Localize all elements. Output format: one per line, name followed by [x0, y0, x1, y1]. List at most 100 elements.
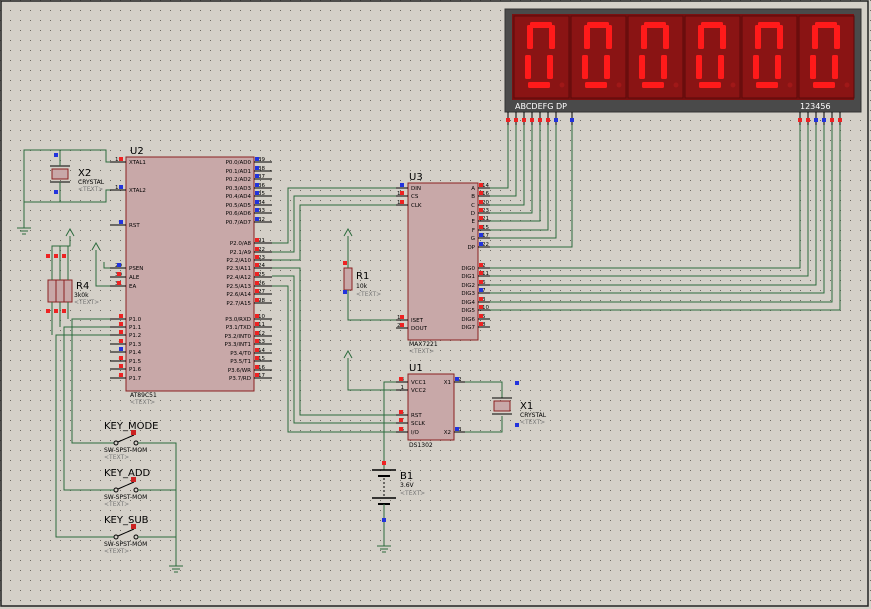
pin-number: 3 — [458, 427, 462, 433]
pin-name: P2.4/A12 — [226, 275, 251, 281]
pin-name: PSEN — [129, 266, 143, 272]
pin-marker — [479, 314, 483, 318]
key-text: <TEXT> — [104, 501, 129, 508]
pin-marker — [54, 254, 58, 258]
x1-part: CRYSTAL — [520, 412, 547, 419]
pin-name: C — [471, 203, 475, 209]
pin-marker — [119, 330, 123, 334]
key-ref: KEY_ADD — [104, 468, 151, 479]
pin-marker — [479, 183, 483, 187]
pin-marker — [119, 220, 123, 224]
pin-marker — [255, 174, 259, 178]
pin-marker — [255, 289, 259, 293]
pin-name: P1.4 — [129, 350, 142, 356]
pin-name: P0.3/AD3 — [226, 186, 252, 192]
pin-number: 14 — [482, 183, 489, 189]
u1-part: DS1302 — [409, 442, 433, 449]
pin-number: 32 — [258, 217, 265, 223]
pin-name: VCC1 — [411, 380, 426, 386]
pin-marker — [119, 157, 123, 161]
display-digit: 0 — [570, 15, 627, 99]
r1-resistor[interactable]: R1 10k <TEXT> — [343, 262, 381, 298]
pin-name: E — [472, 219, 476, 225]
x2-crystal[interactable]: X2 CRYSTAL <TEXT> — [50, 160, 105, 193]
pin-number: 12 — [258, 331, 265, 337]
b1-battery[interactable]: B1 3.6V <TEXT> — [372, 465, 425, 510]
pin-marker — [479, 225, 483, 229]
ground-symbols — [17, 227, 391, 573]
pin-name: P0.1/AD1 — [226, 169, 251, 175]
seven-segment-display[interactable]: 000000 ABCDEFG DP 123456 — [504, 8, 862, 125]
pin-marker — [255, 255, 259, 259]
pin-number: 15 — [258, 356, 265, 362]
x2-part: CRYSTAL — [78, 179, 105, 186]
pin-marker — [514, 118, 518, 122]
u2-microcontroller[interactable]: U2 AT89C51 <TEXT> XTAL119XTAL218RST9PSEN… — [110, 146, 272, 406]
pin-name: P2.5/A13 — [226, 284, 251, 290]
pin-marker — [255, 166, 259, 170]
pin-name: P1.6 — [129, 367, 142, 373]
pin-name: P2.0/A8 — [230, 241, 252, 247]
u3-max7221[interactable]: U3 MAX7221 <TEXT> DIN1CS12CLK13ISET18DOU… — [396, 172, 490, 355]
u2-ref: U2 — [130, 146, 144, 157]
rn-resistor-network[interactable]: R4 3k0k <TEXT> — [47, 260, 99, 310]
pin-name: ALE — [129, 275, 140, 281]
pin-name: P3.4/T0 — [230, 351, 251, 357]
pin-name: DIG6 — [461, 317, 475, 323]
x1-crystal[interactable]: X1 CRYSTAL <TEXT> — [492, 397, 547, 426]
pin-marker — [255, 191, 259, 195]
pin-number: 17 — [482, 233, 489, 239]
pin-marker — [479, 271, 483, 275]
pin-name: DIN — [411, 186, 421, 192]
